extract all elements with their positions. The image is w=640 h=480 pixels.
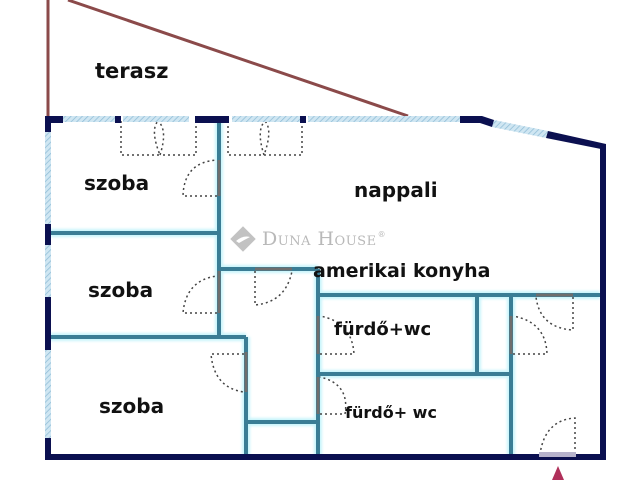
room-label-bedroom-1: szoba [84,171,150,195]
room-label-bathroom-1: fürdő+wc [334,319,432,340]
door-swings [120,120,576,455]
outer-walls [45,116,606,460]
logo-text: Duna House [262,228,377,250]
door-leaves [217,160,573,414]
entrance-arrow-icon [552,466,564,480]
room-label-bedroom-3: szoba [99,394,165,418]
terrace-outline [46,0,409,118]
logo-registered: ® [377,229,386,239]
room-label-living-room: nappali [354,178,438,202]
duna-house-logo: Duna House® [230,226,386,252]
logo-diamond-icon [230,226,256,252]
room-label-kitchen: amerikai konyha [313,260,491,282]
room-label-terrace: terasz [95,59,169,83]
room-label-bathroom-2: fürdő+ wc [345,403,437,422]
room-label-bedroom-2: szoba [88,278,154,302]
